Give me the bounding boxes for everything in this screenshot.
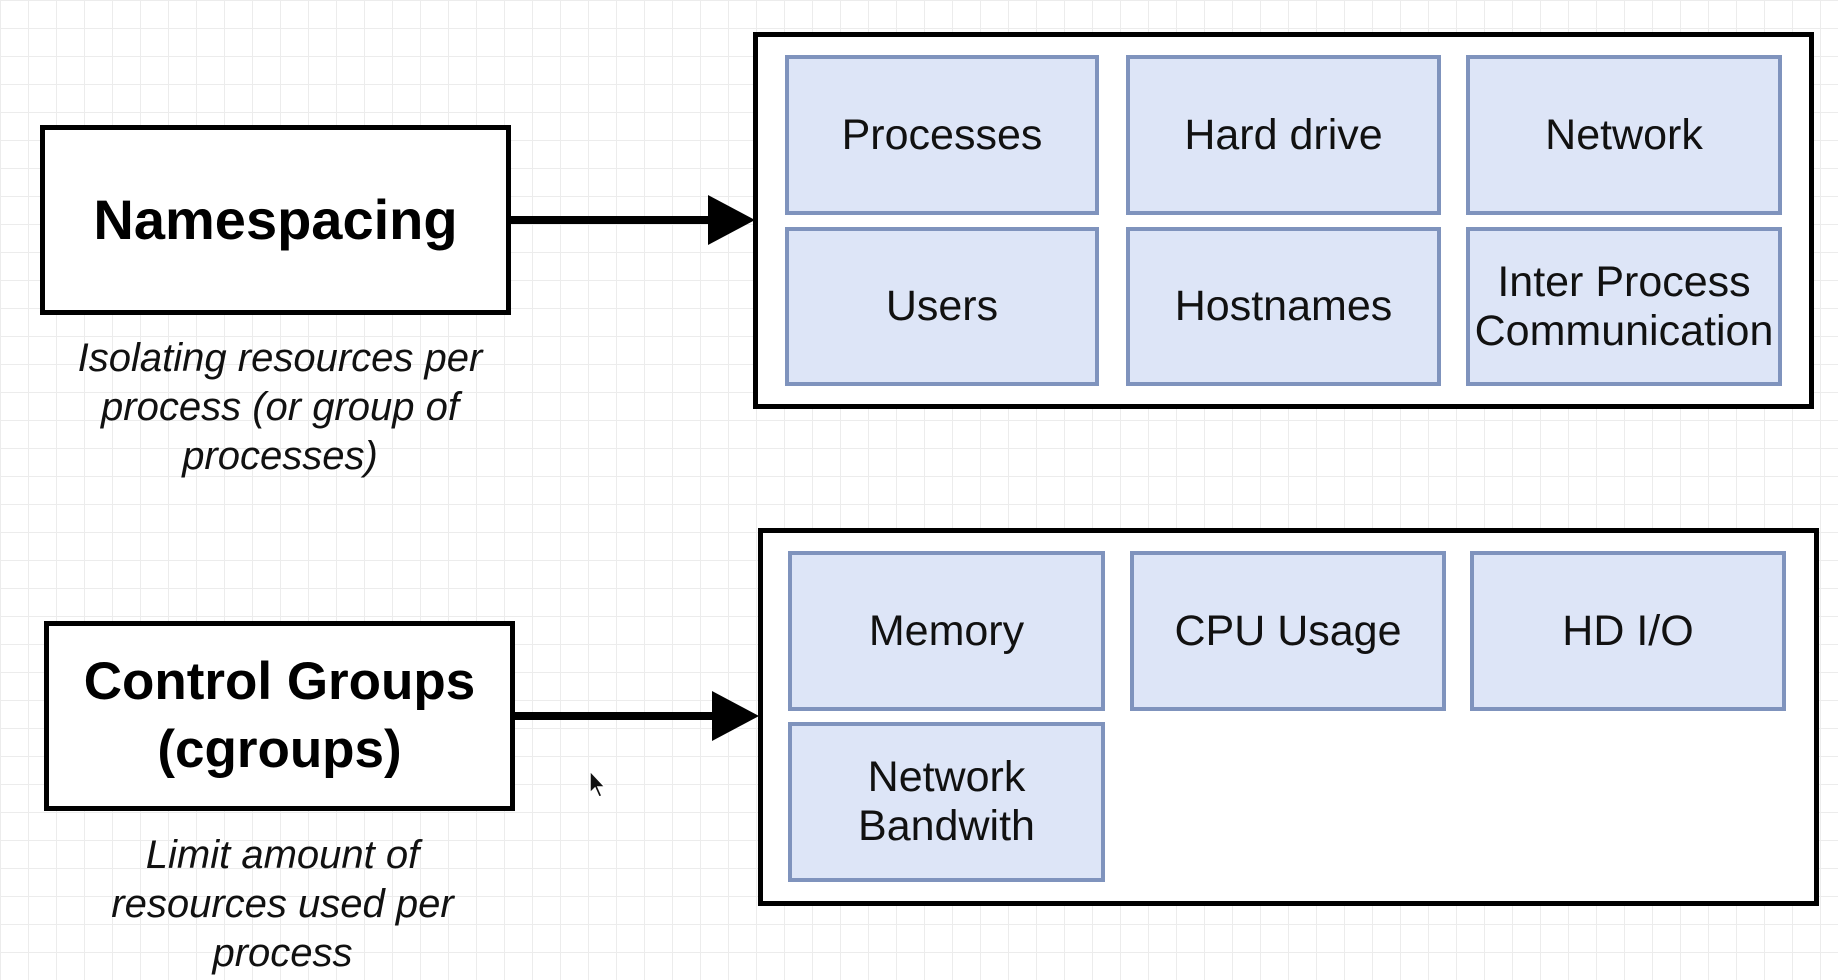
resource-label: Users: [885, 282, 999, 330]
resource-processes: Processes: [785, 55, 1099, 215]
resource-label: Processes: [841, 110, 1043, 159]
namespacing-title: Namespacing: [93, 188, 458, 252]
namespacing-caption-line: process (or group of: [101, 385, 459, 429]
resource-label: Network: [1545, 110, 1703, 159]
namespacing-arrow: [508, 195, 755, 245]
resource-hd-io: HD I/O: [1470, 551, 1786, 711]
resource-label: Hard drive: [1184, 110, 1383, 159]
cgroups-arrow: [512, 691, 759, 741]
cgroups-title-line: (cgroups): [157, 720, 402, 779]
resource-label: Communication: [1474, 306, 1774, 355]
cgroups-box: Control Groups (cgroups): [44, 621, 515, 811]
namespacing-caption-line: Isolating resources per: [77, 336, 483, 380]
resource-network: Network: [1466, 55, 1782, 215]
cgroups-title-line: Control Groups: [83, 652, 476, 712]
resource-network-bandwidth: Network Bandwith: [788, 722, 1105, 882]
resource-label: CPU Usage: [1174, 606, 1402, 655]
namespacing-caption: Isolating resources per process (or grou…: [30, 334, 530, 481]
resource-label: Hostnames: [1174, 282, 1393, 330]
cgroups-caption-line: Limit amount of: [145, 833, 420, 877]
resource-label: Memory: [868, 606, 1025, 655]
resource-label: HD I/O: [1562, 606, 1694, 655]
resource-label: Network: [867, 753, 1026, 801]
resource-inter-process-communication: Inter Process Communication: [1466, 227, 1782, 386]
resource-label: Inter Process: [1497, 257, 1751, 306]
cgroups-caption: Limit amount of resources used per proce…: [30, 831, 535, 978]
resource-label: Bandwith: [858, 802, 1035, 850]
cgroups-caption-line: resources used per: [111, 882, 454, 926]
resource-hostnames: Hostnames: [1126, 227, 1441, 386]
namespacing-caption-line: processes): [182, 434, 378, 478]
mouse-cursor-icon: [589, 770, 607, 798]
resource-users: Users: [785, 227, 1099, 386]
resource-cpu-usage: CPU Usage: [1130, 551, 1446, 711]
namespacing-box: Namespacing: [40, 125, 511, 315]
resource-memory: Memory: [788, 551, 1105, 711]
cgroups-caption-line: process: [212, 931, 353, 975]
resource-hard-drive: Hard drive: [1126, 55, 1441, 215]
